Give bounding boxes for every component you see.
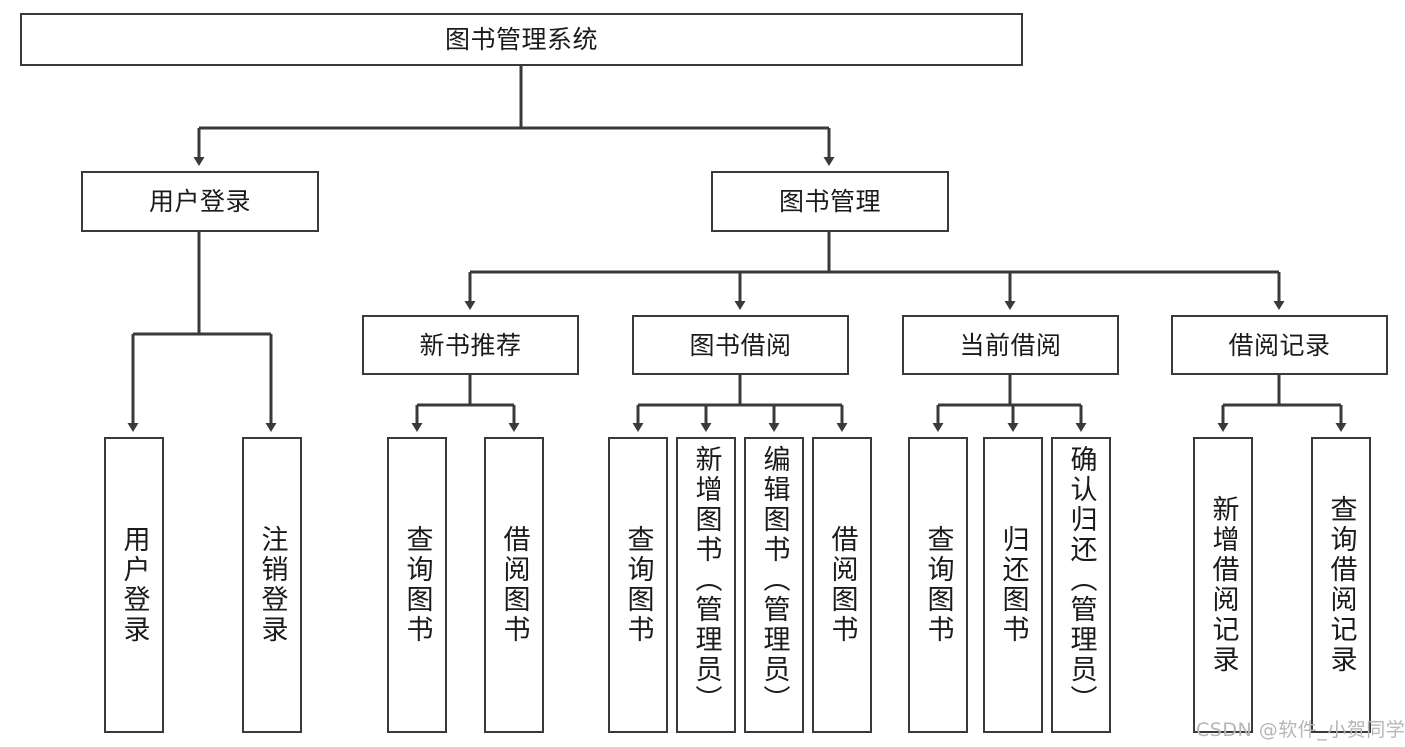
node-label: 查询图书 [622, 525, 654, 645]
node-leaf-borrow-book[interactable]: 借阅图书 [812, 437, 872, 733]
node-label: 查询图书 [401, 525, 433, 645]
node-label: 查询借阅记录 [1325, 495, 1357, 675]
node-label: 当前借阅 [959, 330, 1062, 360]
node-leaf-query-borrow-record[interactable]: 查询借阅记录 [1311, 437, 1371, 733]
node-label: 查询图书 [922, 525, 954, 645]
node-leaf-user-logout[interactable]: 注销登录 [242, 437, 302, 733]
node-label: 归还图书 [997, 525, 1029, 645]
node-leaf-add-borrow-record[interactable]: 新增借阅记录 [1193, 437, 1253, 733]
node-leaf-add-book-admin[interactable]: 新增图书（管理员） [676, 437, 736, 733]
node-label: 确认归还（管理员） [1065, 445, 1097, 715]
node-leaf-return-book[interactable]: 归还图书 [983, 437, 1043, 733]
node-root-system[interactable]: 图书管理系统 [20, 13, 1023, 66]
node-leaf-borrow-book-recommend[interactable]: 借阅图书 [484, 437, 544, 733]
node-leaf-query-book-borrow[interactable]: 查询图书 [608, 437, 668, 733]
node-label: 图书管理 [778, 187, 881, 216]
node-book-borrow[interactable]: 图书借阅 [632, 315, 849, 375]
node-label: 新增借阅记录 [1207, 495, 1239, 675]
node-label: 借阅记录 [1228, 330, 1331, 360]
node-label: 用户登录 [118, 525, 150, 645]
node-label: 用户登录 [148, 187, 251, 216]
node-leaf-query-book-recommend[interactable]: 查询图书 [387, 437, 447, 733]
node-user-login[interactable]: 用户登录 [81, 171, 319, 232]
node-label: 借阅图书 [826, 525, 858, 645]
node-leaf-user-login[interactable]: 用户登录 [104, 437, 164, 733]
node-label: 新书推荐 [419, 330, 522, 360]
node-leaf-query-book-current[interactable]: 查询图书 [908, 437, 968, 733]
watermark-text: CSDN @软件_小贺同学 [1196, 719, 1405, 741]
node-label: 图书管理系统 [444, 25, 598, 54]
node-borrow-record[interactable]: 借阅记录 [1171, 315, 1388, 375]
node-current-borrow[interactable]: 当前借阅 [902, 315, 1119, 375]
node-label: 注销登录 [256, 525, 288, 645]
node-book-management[interactable]: 图书管理 [711, 171, 949, 232]
node-leaf-edit-book-admin[interactable]: 编辑图书（管理员） [744, 437, 804, 733]
node-label: 新增图书（管理员） [690, 445, 722, 715]
node-new-book-recommend[interactable]: 新书推荐 [362, 315, 579, 375]
node-label: 编辑图书（管理员） [758, 445, 790, 715]
node-leaf-confirm-return-admin[interactable]: 确认归还（管理员） [1051, 437, 1111, 733]
node-label: 图书借阅 [689, 330, 792, 360]
node-label: 借阅图书 [498, 525, 530, 645]
